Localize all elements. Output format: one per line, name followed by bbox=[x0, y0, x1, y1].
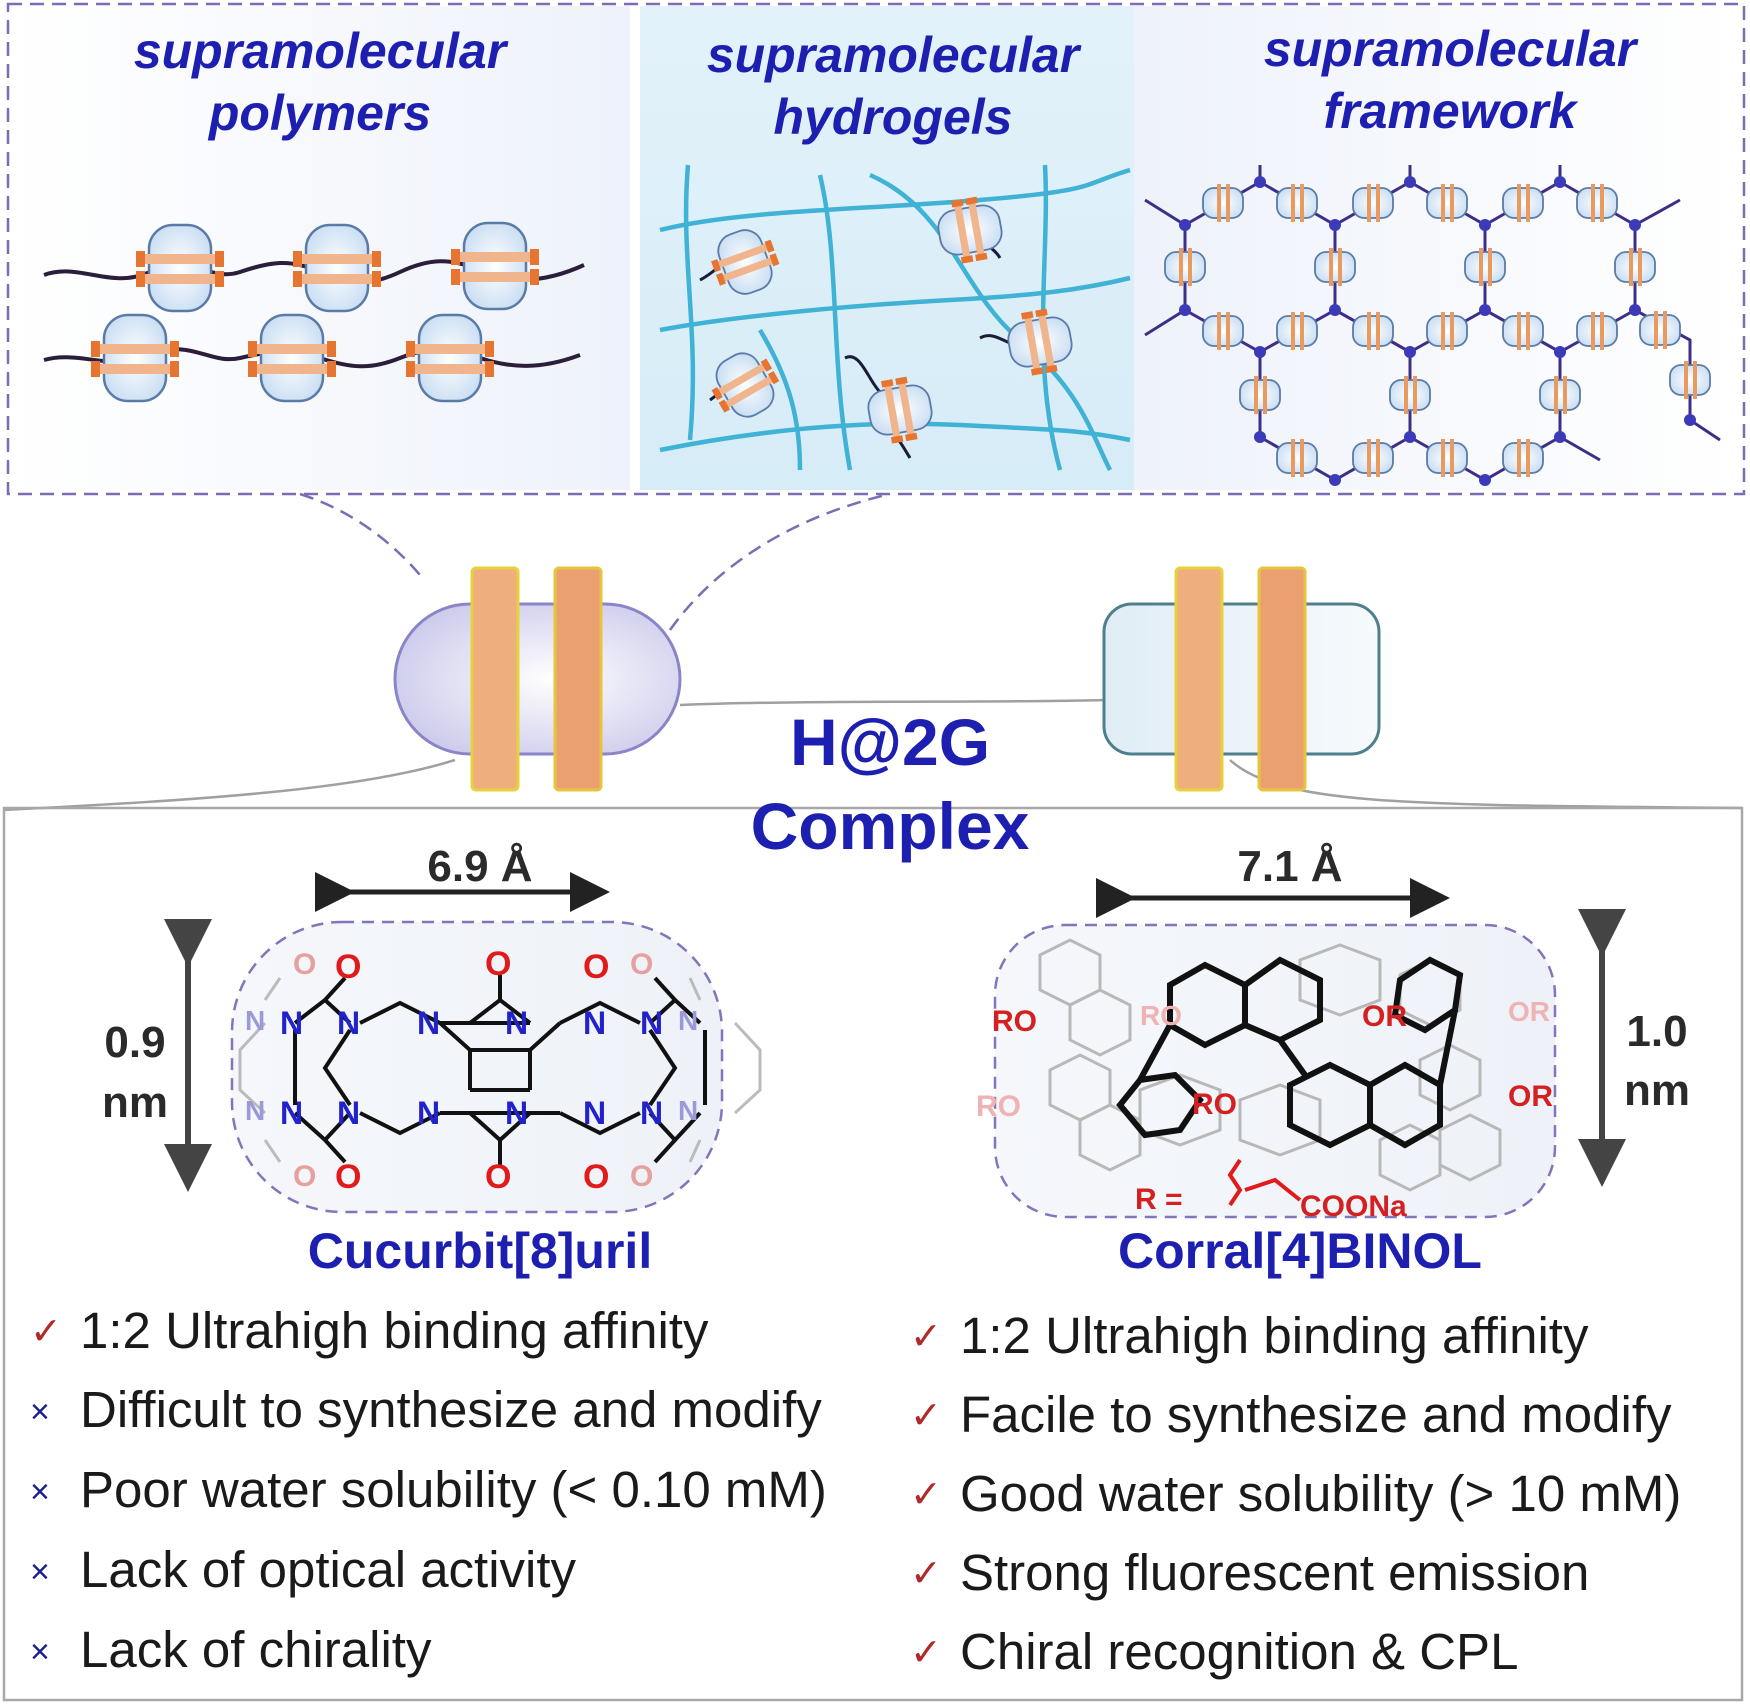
cb8-height-unit: nm bbox=[102, 1078, 168, 1127]
atom-n: N bbox=[337, 1095, 361, 1131]
atom-n: N bbox=[505, 1095, 529, 1131]
property-item: × Lack of optical activity bbox=[30, 1531, 827, 1611]
atom-o: O bbox=[630, 948, 654, 981]
atom-o: O bbox=[293, 1160, 317, 1193]
panel-title-line1: supramolecular bbox=[706, 27, 1080, 83]
property-text: Strong fluorescent emission bbox=[960, 1544, 1590, 1601]
property-item: × Lack of chirality bbox=[30, 1611, 827, 1691]
atom-or: OR bbox=[1362, 1000, 1407, 1033]
panel-title-line1: supramolecular bbox=[1263, 21, 1637, 77]
property-text: Facile to synthesize and modify bbox=[960, 1386, 1672, 1443]
atom-n: N bbox=[640, 1005, 664, 1041]
panel-title-framework: supramolecular framework bbox=[1170, 18, 1730, 142]
atom-ro: RO bbox=[1192, 1088, 1237, 1121]
property-item: ✓ Good water solubility (> 10 mM) bbox=[910, 1455, 1681, 1534]
capsule-corral-binol bbox=[1102, 566, 1381, 792]
property-item: ✓ Strong fluorescent emission bbox=[910, 1534, 1681, 1613]
r-group-prefix: R = bbox=[1135, 1183, 1183, 1216]
corral-height-unit: nm bbox=[1624, 1066, 1690, 1115]
atom-o: O bbox=[485, 1158, 512, 1196]
atom-n: N bbox=[280, 1005, 304, 1041]
atom-o: O bbox=[583, 948, 610, 986]
panel-title-line2: framework bbox=[1323, 83, 1577, 139]
atom-or: OR bbox=[1508, 996, 1550, 1027]
cross-icon: × bbox=[30, 1553, 50, 1591]
cross-icon: × bbox=[30, 1393, 50, 1431]
cucurbituril-structure bbox=[230, 920, 762, 1214]
property-item: × Poor water solubility (< 0.10 mM) bbox=[30, 1451, 827, 1531]
cucurbituril-properties: ✓ 1:2 Ultrahigh binding affinity × Difficul… bbox=[30, 1292, 827, 1691]
atom-n: N bbox=[505, 1005, 529, 1041]
capsule-cucurbituril bbox=[393, 566, 682, 792]
atom-or: OR bbox=[1508, 1080, 1553, 1113]
property-text: Lack of optical activity bbox=[80, 1541, 577, 1598]
cross-icon: × bbox=[30, 1473, 50, 1511]
atom-n: N bbox=[678, 1095, 699, 1126]
property-item: ✓ Chiral recognition & CPL bbox=[910, 1613, 1681, 1692]
atom-o: O bbox=[485, 945, 512, 983]
checkmark-icon: ✓ bbox=[910, 1632, 942, 1674]
cross-icon: × bbox=[30, 1633, 50, 1671]
atom-ro: RO bbox=[976, 1090, 1021, 1123]
property-item: ✓ 1:2 Ultrahigh binding affinity bbox=[910, 1297, 1681, 1376]
corral-height-value: 1.0 bbox=[1626, 1007, 1688, 1056]
corral-binol-properties: ✓ 1:2 Ultrahigh binding affinity ✓ Facile t… bbox=[910, 1297, 1681, 1692]
atom-ro: RO bbox=[1140, 1000, 1182, 1031]
property-text: 1:2 Ultrahigh binding affinity bbox=[80, 1302, 709, 1359]
panel-title-line2: hydrogels bbox=[773, 89, 1013, 145]
property-item: × Difficult to synthesize and modify bbox=[30, 1371, 827, 1451]
atom-n: N bbox=[280, 1095, 304, 1131]
connector-left bbox=[299, 492, 421, 576]
atom-o: O bbox=[335, 1158, 362, 1196]
property-text: Poor water solubility (< 0.10 mM) bbox=[80, 1461, 827, 1518]
atom-n: N bbox=[337, 1005, 361, 1041]
cb8-width-label: 6.9 Å bbox=[427, 842, 533, 891]
checkmark-icon: ✓ bbox=[30, 1311, 62, 1353]
atom-o: O bbox=[583, 1158, 610, 1196]
property-text: Lack of chirality bbox=[80, 1621, 432, 1678]
r-group-label: COONa bbox=[1300, 1190, 1407, 1223]
atom-n: N bbox=[583, 1005, 607, 1041]
framework-nodes bbox=[1179, 176, 1696, 486]
connector-right bbox=[668, 492, 891, 631]
atom-o: O bbox=[335, 948, 362, 986]
checkmark-icon: ✓ bbox=[910, 1474, 942, 1516]
cucurbituril-name: Cucurbit[8]uril bbox=[307, 1223, 653, 1279]
atom-o: O bbox=[630, 1160, 654, 1193]
hydrogel-guests bbox=[699, 192, 1077, 459]
atom-n: N bbox=[245, 1095, 266, 1126]
checkmark-icon: ✓ bbox=[910, 1553, 942, 1595]
panel-title-line2: polymers bbox=[208, 85, 432, 141]
corral-width-label: 7.1 Å bbox=[1237, 842, 1343, 891]
atom-n: N bbox=[678, 1005, 699, 1036]
checkmark-icon: ✓ bbox=[910, 1316, 942, 1358]
complex-title-line2: Complex bbox=[750, 789, 1030, 863]
property-text: Difficult to synthesize and modify bbox=[80, 1381, 822, 1438]
atom-o: O bbox=[293, 948, 317, 981]
atom-n: N bbox=[417, 1005, 441, 1041]
corral-binol-name: Corral[4]BINOL bbox=[1118, 1223, 1482, 1279]
atom-n: N bbox=[417, 1095, 441, 1131]
corral-binol-structure bbox=[993, 923, 1557, 1219]
property-text: 1:2 Ultrahigh binding affinity bbox=[960, 1307, 1589, 1364]
cb8-height-value: 0.9 bbox=[104, 1018, 166, 1067]
property-item: ✓ 1:2 Ultrahigh binding affinity bbox=[30, 1292, 827, 1371]
atom-n: N bbox=[640, 1095, 664, 1131]
property-item: ✓ Facile to synthesize and modify bbox=[910, 1376, 1681, 1455]
panel-title-polymers: supramolecular polymers bbox=[40, 20, 600, 144]
atom-n: N bbox=[245, 1005, 266, 1036]
atom-ro: RO bbox=[992, 1005, 1037, 1038]
complex-title-line1: H@2G bbox=[789, 705, 991, 779]
atom-n: N bbox=[583, 1095, 607, 1131]
panel-title-hydrogels: supramolecular hydrogels bbox=[613, 24, 1173, 148]
checkmark-icon: ✓ bbox=[910, 1395, 942, 1437]
property-text: Chiral recognition & CPL bbox=[960, 1623, 1519, 1680]
panel-title-line1: supramolecular bbox=[133, 23, 507, 79]
polymer-chains bbox=[43, 221, 585, 403]
property-text: Good water solubility (> 10 mM) bbox=[960, 1465, 1682, 1522]
